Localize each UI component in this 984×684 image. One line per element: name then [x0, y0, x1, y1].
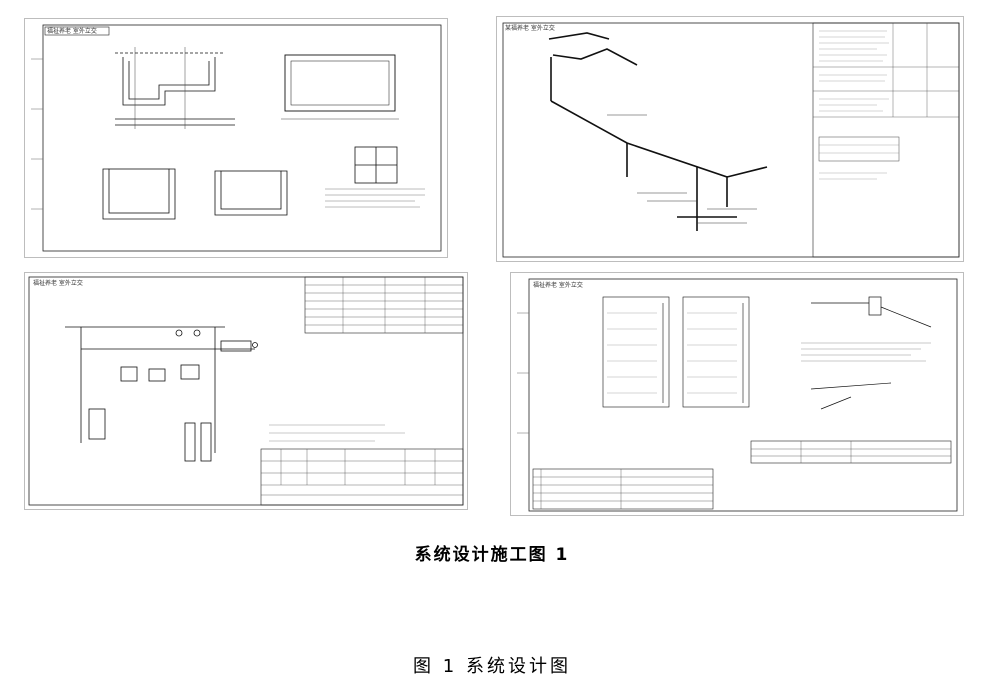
- drawing-sheet-3: 福祉养老 室外立交: [24, 272, 468, 510]
- drawing-sheet-1: 福祉养老 室外立交: [24, 18, 448, 258]
- drawing-1-graphic: 福祉养老 室外立交: [31, 24, 442, 252]
- drawing-1-title: 福祉养老 室外立交: [47, 27, 97, 35]
- drawing-3-title: 福祉养老 室外立交: [33, 279, 83, 287]
- drawing-sheet-4: 福祉养老 室外立交: [510, 272, 964, 516]
- drawing-4-title: 福祉养老 室外立交: [533, 281, 583, 289]
- figure-caption: 图 1 系统设计图: [413, 656, 571, 677]
- drawings-subtitle: 系统设计施工图 1: [414, 545, 570, 565]
- drawing-2-graphic: 某福养老 室外立交: [502, 22, 960, 258]
- drawing-sheet-2: 某福养老 室外立交: [496, 16, 964, 262]
- drawing-4-graphic: 福祉养老 室外立交: [517, 278, 958, 512]
- drawing-3-graphic: 福祉养老 室外立交: [28, 276, 464, 506]
- drawing-2-title: 某福养老 室外立交: [505, 24, 555, 32]
